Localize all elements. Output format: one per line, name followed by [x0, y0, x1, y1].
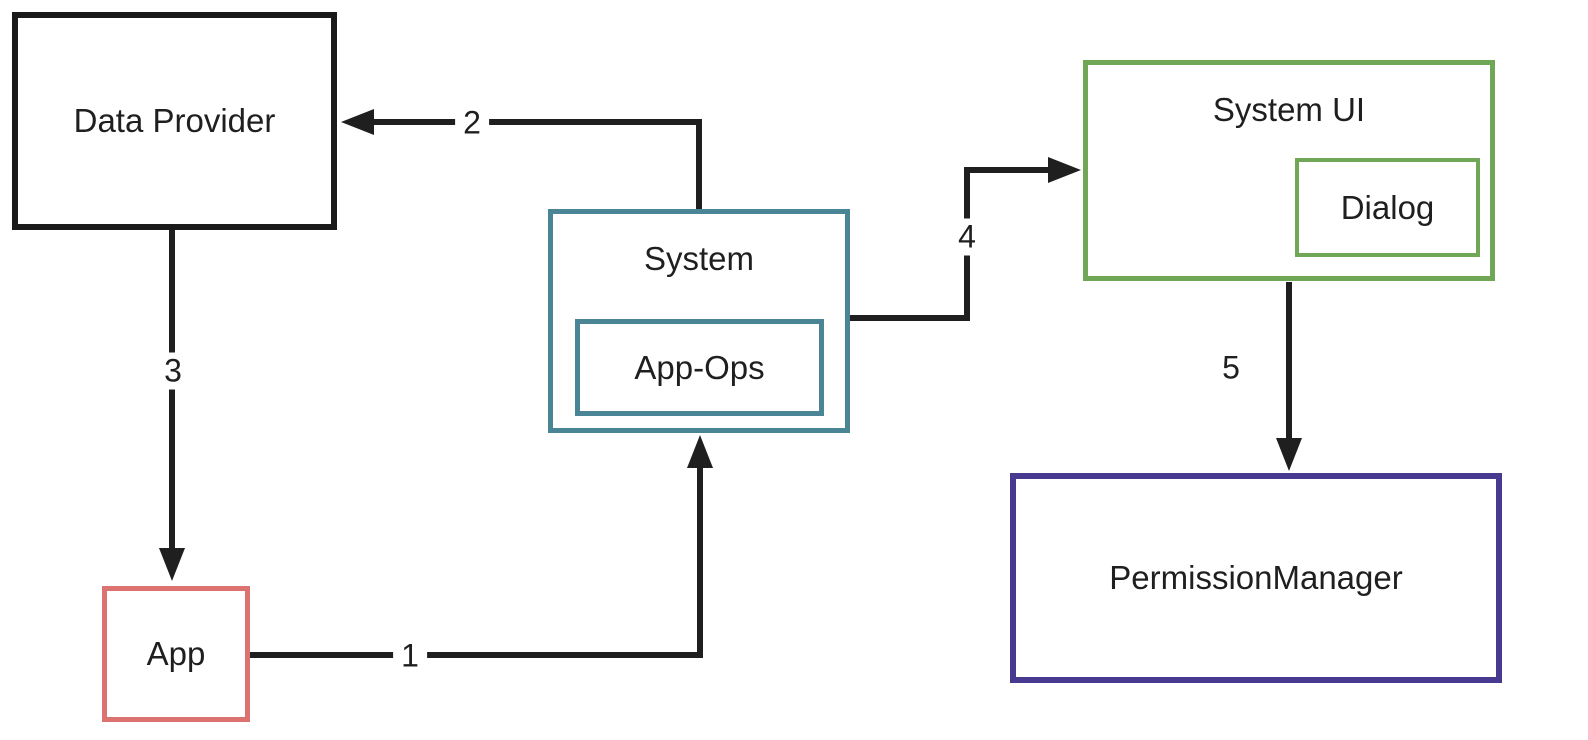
- node-system-ui-label: System UI: [1212, 91, 1366, 128]
- node-app-ops: App-Ops: [575, 319, 824, 416]
- node-data-provider: Data Provider: [12, 12, 337, 230]
- arrow-1-head: [687, 435, 713, 468]
- edge-label-2: 2: [455, 104, 489, 142]
- node-permission-manager-label: PermissionManager: [1109, 559, 1403, 597]
- edge-label-3: 3: [156, 352, 190, 390]
- node-system-ui: System UI Dialog: [1083, 60, 1495, 281]
- edge-label-4: 4: [950, 218, 984, 256]
- arrow-4-head: [1048, 157, 1081, 183]
- edge-label-5: 5: [1222, 349, 1240, 386]
- node-data-provider-label: Data Provider: [73, 102, 276, 140]
- edge-label-1: 1: [393, 637, 427, 675]
- node-system-label: System: [643, 240, 755, 277]
- arrow-5-head: [1276, 438, 1302, 471]
- node-dialog-label: Dialog: [1340, 188, 1435, 226]
- node-app-label: App: [146, 635, 206, 673]
- arrow-1-line: [250, 465, 703, 658]
- arrow-2-line: [372, 119, 702, 209]
- node-system: System App-Ops: [548, 209, 850, 433]
- arrow-2-head: [341, 109, 374, 135]
- node-permission-manager: PermissionManager: [1010, 473, 1502, 683]
- arrow-4-line: [848, 167, 1050, 321]
- node-dialog: Dialog: [1295, 158, 1480, 257]
- node-app: App: [102, 586, 250, 722]
- arrow-3-head: [159, 548, 185, 581]
- node-app-ops-label: App-Ops: [634, 348, 765, 386]
